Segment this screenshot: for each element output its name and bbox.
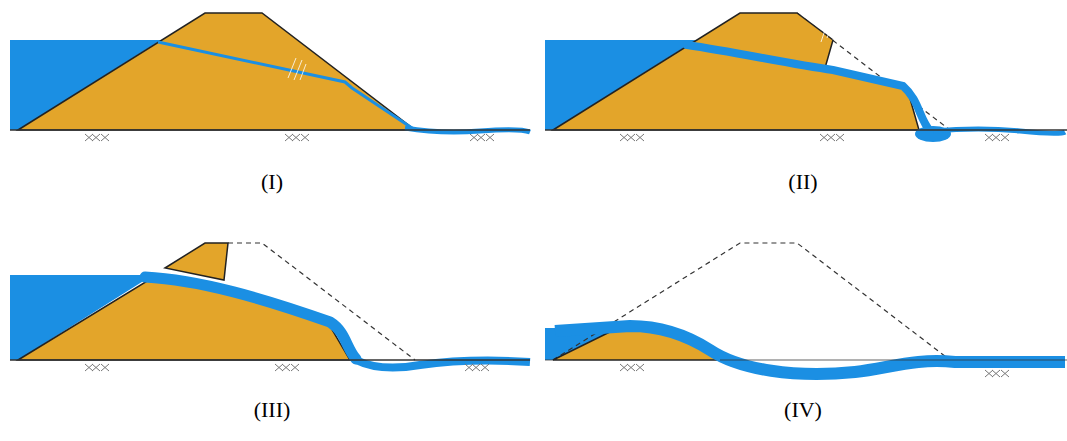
crack — [821, 18, 841, 42]
dam-body — [18, 278, 350, 360]
foundation-hatch — [85, 364, 109, 371]
ground-line — [10, 359, 530, 361]
foundation-hatch — [985, 370, 1009, 377]
ground-line — [10, 129, 530, 131]
foundation-hatch — [85, 134, 109, 141]
ground-line — [545, 129, 1067, 131]
seepage-line — [158, 42, 415, 130]
foundation-hatch — [820, 134, 844, 141]
foundation-hatch — [465, 364, 489, 371]
foundation-hatch — [275, 364, 299, 371]
panel-three — [10, 243, 530, 371]
panel-one — [10, 13, 530, 141]
foundation-hatch — [620, 364, 644, 371]
dam-body — [553, 13, 919, 130]
panel-label: (II) — [788, 170, 817, 194]
panel-four — [545, 243, 1067, 377]
ground-line — [545, 359, 1067, 361]
dam-body — [18, 13, 415, 130]
breach-flow — [145, 277, 356, 359]
foundation-hatch — [620, 134, 644, 141]
breach-flow — [687, 45, 930, 131]
outflow — [356, 360, 530, 368]
panel-label: (I) — [261, 170, 283, 194]
crack — [288, 58, 306, 80]
panel-two — [545, 13, 1067, 142]
foundation-hatch — [470, 134, 494, 141]
foundation-hatch — [285, 134, 309, 141]
foundation-hatch — [985, 134, 1009, 141]
panel-label: (IV) — [784, 398, 822, 422]
breach-flow — [555, 326, 1065, 374]
original-dam-outline — [553, 243, 950, 360]
panel-label: (III) — [254, 398, 291, 422]
